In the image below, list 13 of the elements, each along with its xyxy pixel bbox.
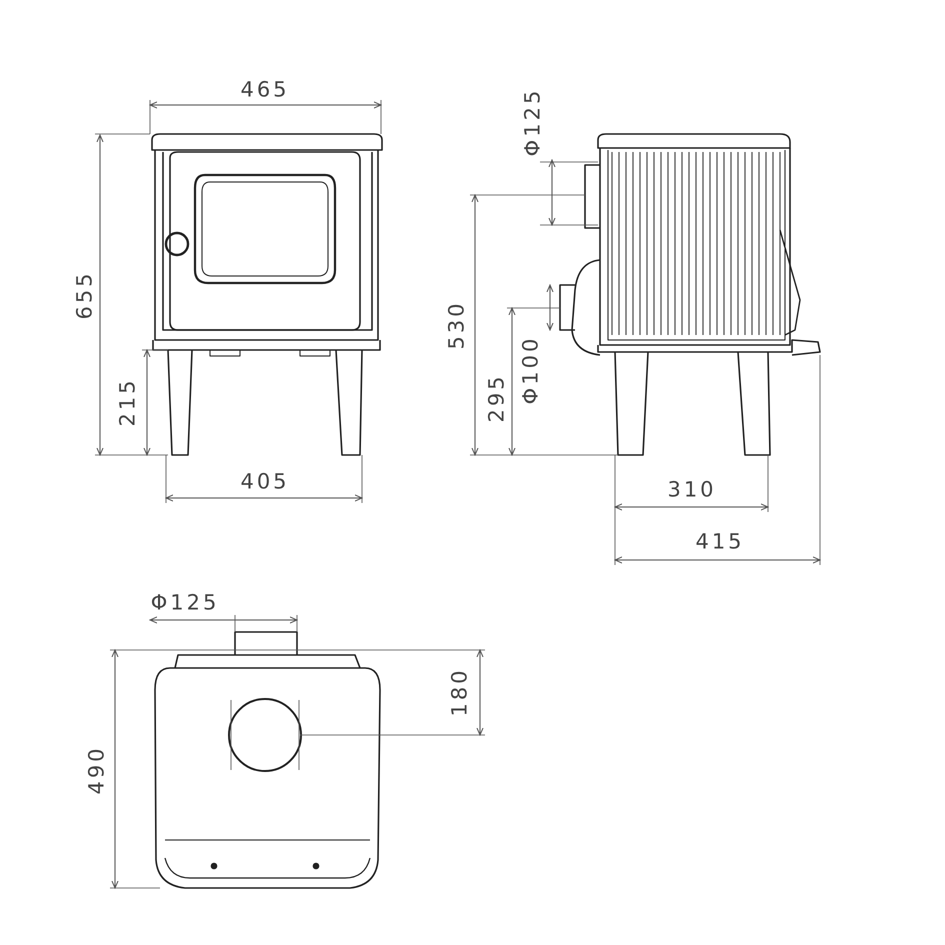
dimension-label: 215: [118, 377, 138, 427]
dimension-label: Φ125: [522, 88, 544, 156]
dimension-label: 490: [86, 745, 108, 795]
dimension-label: 415: [695, 532, 745, 552]
dimension-label: Φ100: [520, 336, 542, 404]
dimension-label: 310: [667, 480, 717, 500]
dimension-label: 655: [74, 270, 96, 320]
dimension-label: 180: [450, 667, 470, 717]
dimension-label: 405: [240, 472, 290, 492]
dimension-label: Φ125: [150, 592, 220, 614]
dimension-label: 530: [446, 300, 468, 350]
dimension-label: 295: [486, 373, 508, 423]
dimension-label: 465: [240, 80, 290, 100]
